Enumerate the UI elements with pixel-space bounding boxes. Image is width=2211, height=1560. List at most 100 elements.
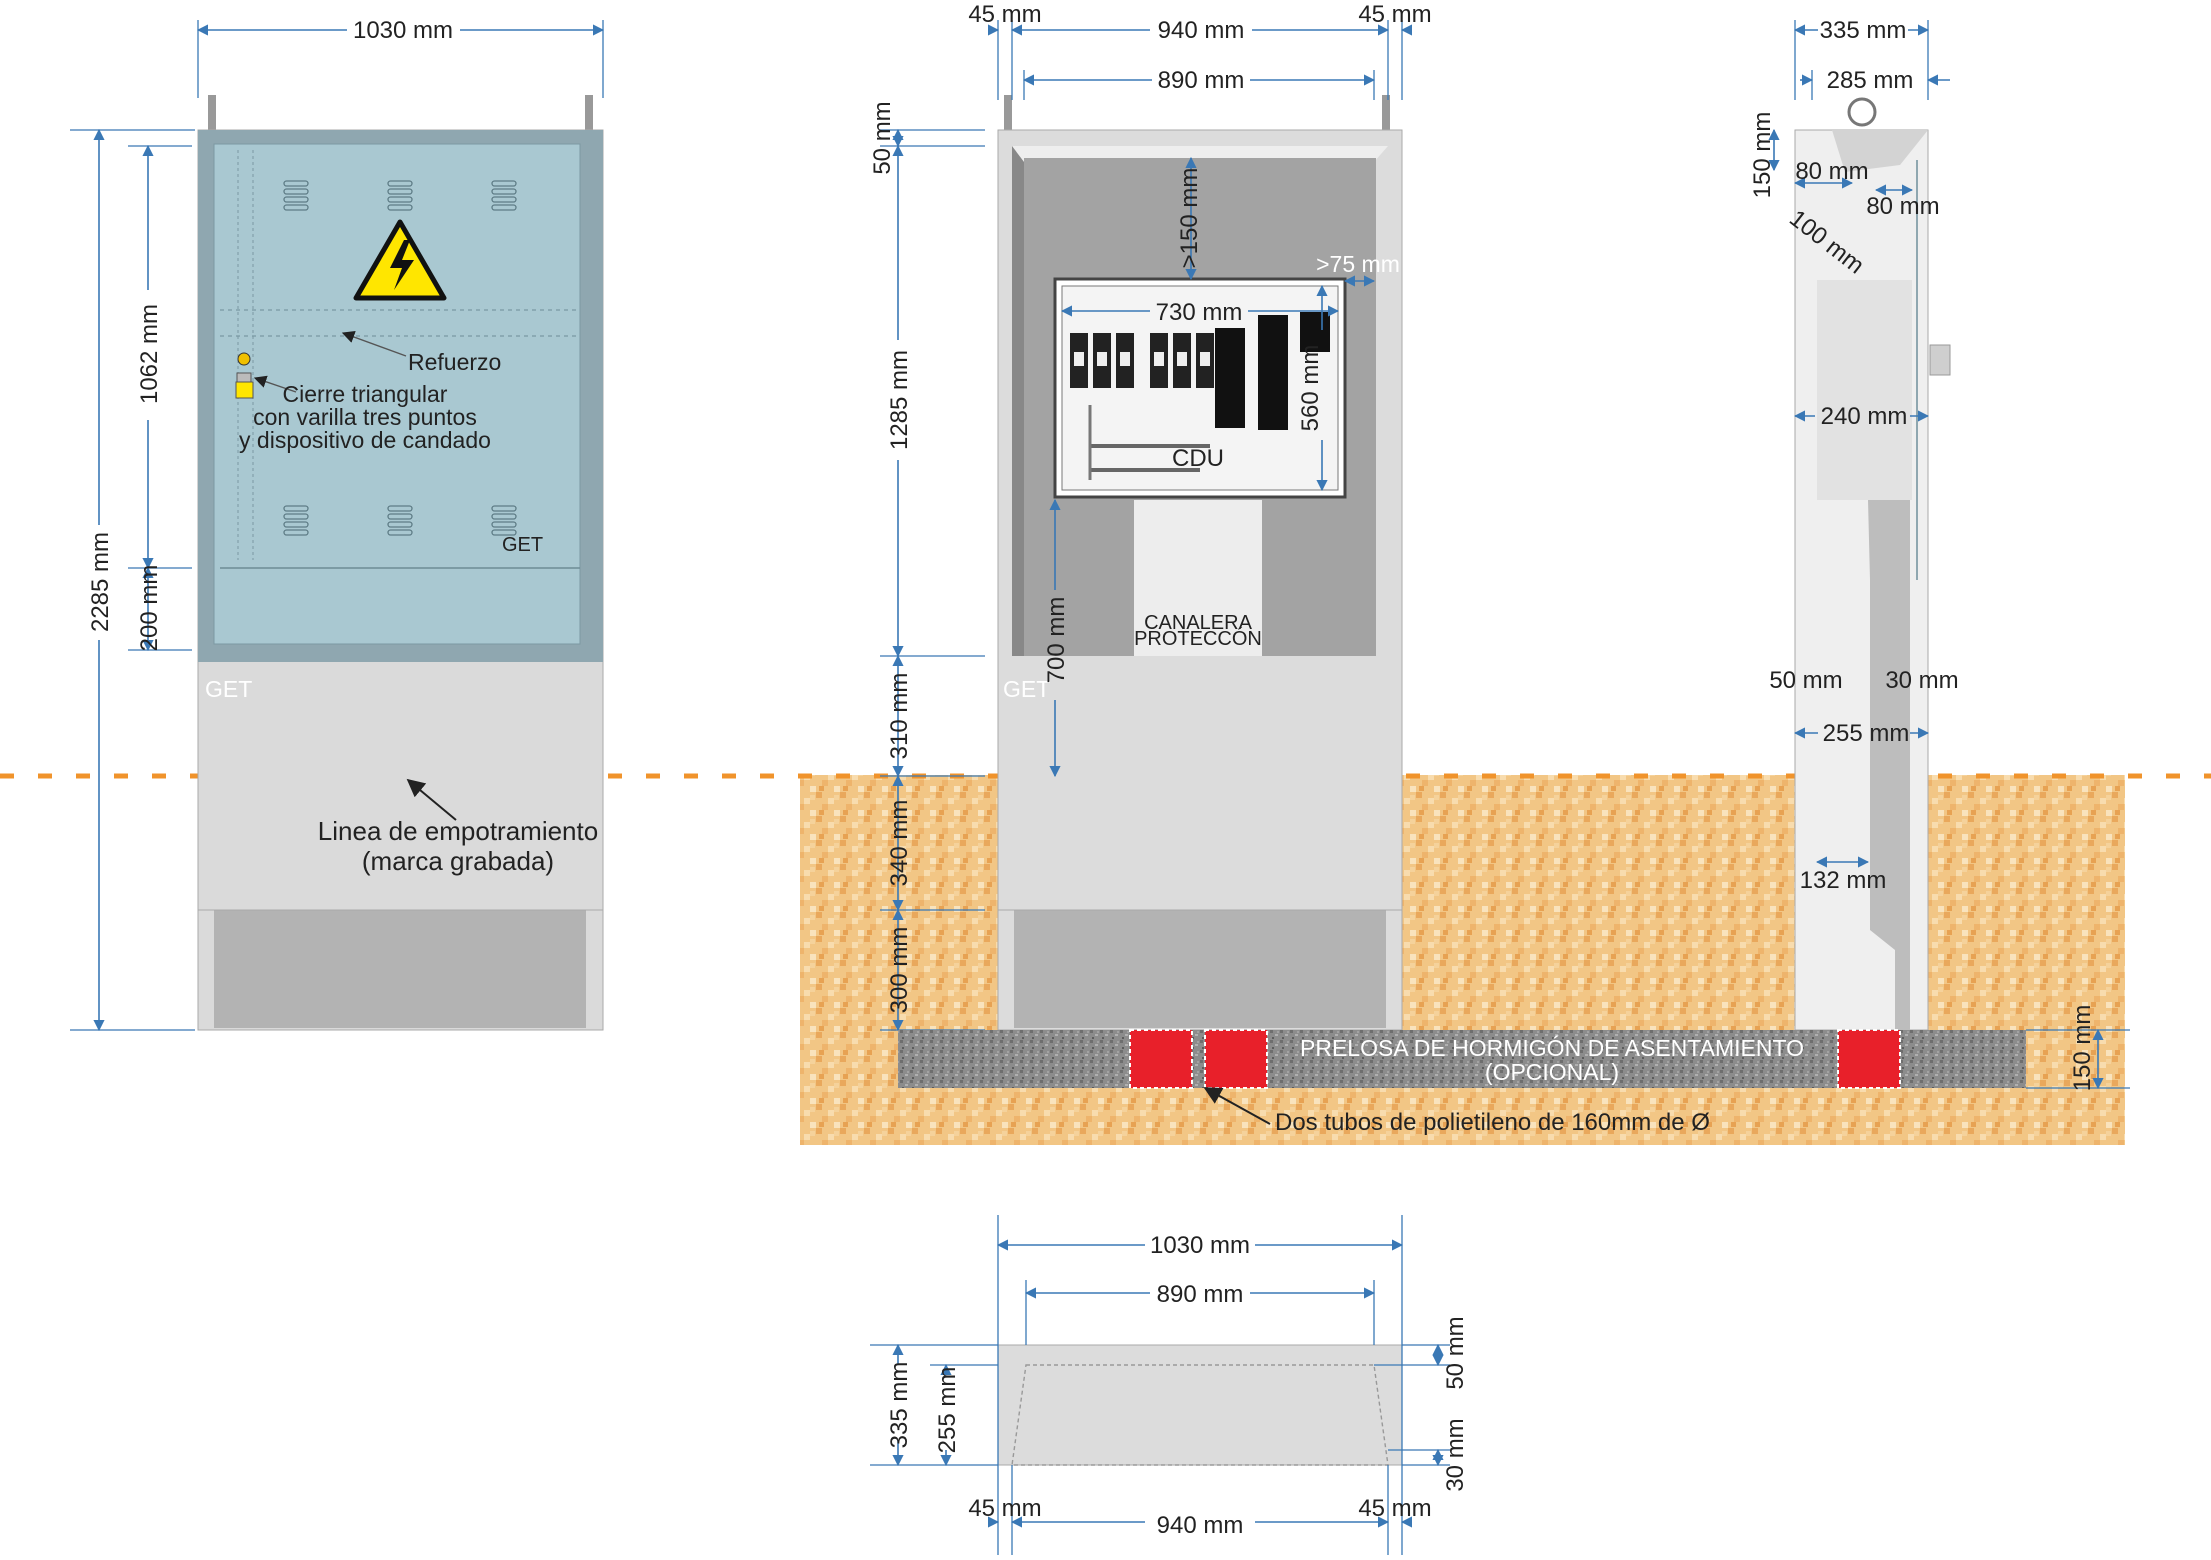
pe-tube	[1204, 1029, 1268, 1089]
side-depth-label: 335 mm	[1820, 17, 1907, 44]
vent-slot-group	[283, 180, 309, 211]
lifting-bolt	[585, 95, 593, 130]
plan-width-label: 1030 mm	[1150, 1232, 1250, 1259]
slab-label-1: PRELOSA DE HORMIGÓN DE ASENTAMIENTO	[1300, 1035, 1804, 1061]
cdu-height-label: 560 mm	[1297, 345, 1324, 432]
plan-inner-depth-label: 255 mm	[934, 1367, 961, 1454]
breaker-module	[1258, 315, 1288, 430]
refuerzo-arrow	[341, 330, 407, 357]
lifting-bolt	[1004, 95, 1012, 130]
plan-view: 1030 mm 890 mm 335 mm 255 mm 50 mm 30 mm…	[870, 1215, 1469, 1555]
plan-left-wall-label: 45 mm	[968, 1495, 1041, 1522]
clearance-side-label: >75 mm	[1316, 251, 1400, 277]
cdu-panel: CDU	[1053, 277, 1347, 499]
plan-inner-width-label: 890 mm	[1157, 1281, 1244, 1308]
inner-right-wall-label: 45 mm	[1358, 1, 1431, 28]
tubes-label: Dos tubos de polietileno de 160mm de Ø	[1275, 1109, 1710, 1136]
slab-thickness-label: 150 mm	[2069, 1005, 2096, 1092]
inner-view: CANALERA PROTECCÓN GET CDU 45 mm	[869, 1, 1432, 1032]
lift-offset-1-label: 80 mm	[1795, 158, 1868, 185]
tube-arrow	[1203, 1087, 1271, 1125]
cdu-bottom-label: 700 mm	[1043, 597, 1070, 684]
front-view: GET GET Refuerzo Cierre triangular con v…	[70, 17, 605, 1032]
clearance-top-label: >150 mm	[1176, 168, 1203, 269]
vent-slot-group	[387, 180, 413, 211]
plan-middle-label: 940 mm	[1157, 1512, 1244, 1539]
front-total-height-label: 2285 mm	[87, 532, 114, 632]
side-mid-depth-label: 240 mm	[1821, 403, 1908, 430]
plan-outline	[997, 1344, 1403, 1466]
breaker-module	[1300, 312, 1330, 352]
plan-back-label: 30 mm	[1442, 1418, 1469, 1491]
vent-slot-group	[387, 505, 413, 536]
fuse-window	[1200, 352, 1210, 366]
lock-label-1: Cierre triangular	[283, 381, 448, 407]
pe-tube	[1129, 1029, 1193, 1089]
fuse-window	[1120, 352, 1130, 366]
base-opening	[214, 910, 586, 1028]
inner-width-label: 940 mm	[1158, 17, 1245, 44]
slab-label-2: (OPCIONAL)	[1485, 1059, 1619, 1085]
inner-bevel-left	[1012, 146, 1024, 656]
lifting-bolt	[1382, 95, 1390, 130]
plan-depth-label: 335 mm	[886, 1362, 913, 1449]
refuerzo-label: Refuerzo	[408, 349, 501, 375]
plan-front-label: 50 mm	[1442, 1316, 1469, 1389]
embed-label-1: Linea de empotramiento	[318, 816, 598, 846]
lock-label-2: con varilla tres puntos	[253, 404, 477, 430]
lifting-bolt	[208, 95, 216, 130]
duct-label-1: CANALERA	[1144, 612, 1252, 634]
side-handle	[1929, 344, 1951, 376]
lower-height-label: 200 mm	[136, 565, 163, 652]
side-front-wall-label: 50 mm	[1769, 667, 1842, 694]
fuse-blocks	[1070, 333, 1214, 388]
inner-height-label: 1285 mm	[886, 350, 913, 450]
foundation-slab: PRELOSA DE HORMIGÓN DE ASENTAMIENTO (OPC…	[898, 1005, 2130, 1136]
side-base-depth-label: 132 mm	[1800, 867, 1887, 894]
door-brand: GET	[502, 534, 543, 556]
inner-left-wall-label: 45 mm	[968, 1, 1041, 28]
panel-width-label: 890 mm	[1158, 67, 1245, 94]
door-height-label: 1062 mm	[136, 304, 163, 404]
vent-slot-group	[491, 505, 517, 536]
side-inner-depth-label: 285 mm	[1827, 67, 1914, 94]
lifting-ring-icon	[1847, 97, 1877, 127]
inner-brand: GET	[1003, 676, 1050, 702]
protection-duct	[1134, 500, 1262, 656]
side-back-wall-label: 30 mm	[1885, 667, 1958, 694]
cdu-width-label: 730 mm	[1156, 299, 1243, 326]
high-voltage-warning-icon	[353, 219, 447, 301]
buried-label: 340 mm	[886, 800, 913, 887]
side-back-wall	[1868, 500, 1910, 1030]
fuse-window	[1097, 352, 1107, 366]
lock-arrow	[253, 375, 297, 393]
plan-right-wall-label: 45 mm	[1358, 1495, 1431, 1522]
duct-label-2: PROTECCÓN	[1134, 627, 1262, 650]
lock-icon	[235, 352, 254, 399]
vent-grilles	[283, 180, 517, 536]
vent-slot-group	[283, 505, 309, 536]
front-width-label: 1030 mm	[353, 17, 453, 44]
cdu-label: CDU	[1172, 445, 1224, 472]
above-ground-label: 310 mm	[886, 673, 913, 760]
embed-label-2: (marca grabada)	[362, 846, 554, 876]
fuse-window	[1074, 352, 1084, 366]
pe-tube	[1837, 1029, 1901, 1089]
vent-slot-group	[491, 180, 517, 211]
fuse-window	[1177, 352, 1187, 366]
side-inner-panel	[1817, 280, 1912, 500]
side-lower-depth-label: 255 mm	[1823, 720, 1910, 747]
side-top-chamfer	[1832, 130, 1928, 172]
breaker-module	[1215, 328, 1245, 428]
lock-label-3: y dispositivo de candado	[239, 427, 491, 453]
side-view: 335 mm 285 mm 150 mm 80 mm 80 mm 100 mm …	[1749, 17, 1959, 1031]
inner-base-opening	[1014, 910, 1386, 1028]
base-label: 300 mm	[886, 927, 913, 1014]
fuse-window	[1154, 352, 1164, 366]
front-brand: GET	[205, 676, 252, 702]
inner-top-margin-label: 50 mm	[869, 101, 896, 174]
lift-offset-2-label: 80 mm	[1866, 193, 1939, 220]
embed-arrow	[406, 778, 457, 821]
